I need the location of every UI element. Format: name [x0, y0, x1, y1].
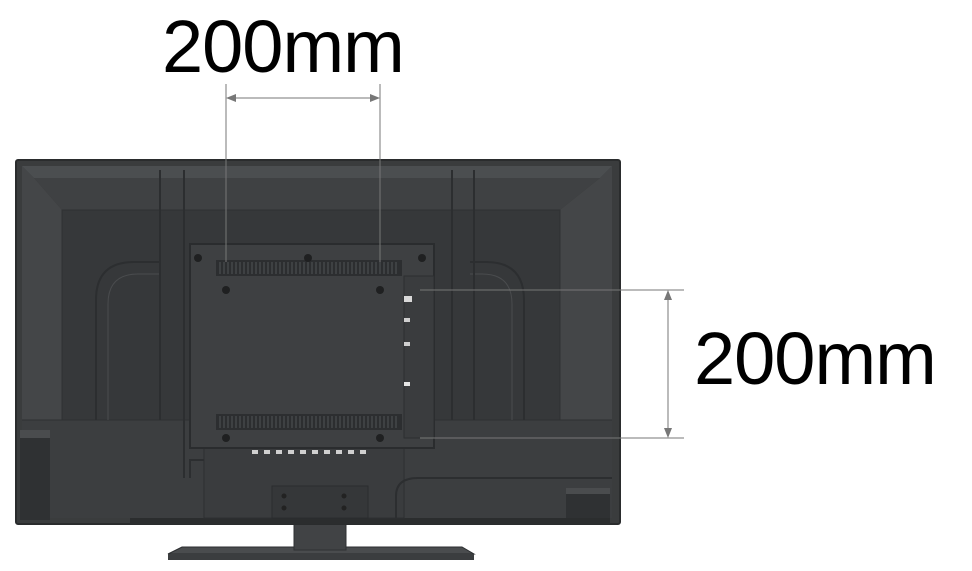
dimension-horizontal	[225, 84, 381, 262]
horizontal-dimension-label: 200mm	[162, 5, 405, 88]
vesa-mount-plate	[189, 243, 435, 454]
vertical-dimension-label: 200mm	[694, 317, 937, 400]
dimension-vertical	[420, 289, 684, 439]
